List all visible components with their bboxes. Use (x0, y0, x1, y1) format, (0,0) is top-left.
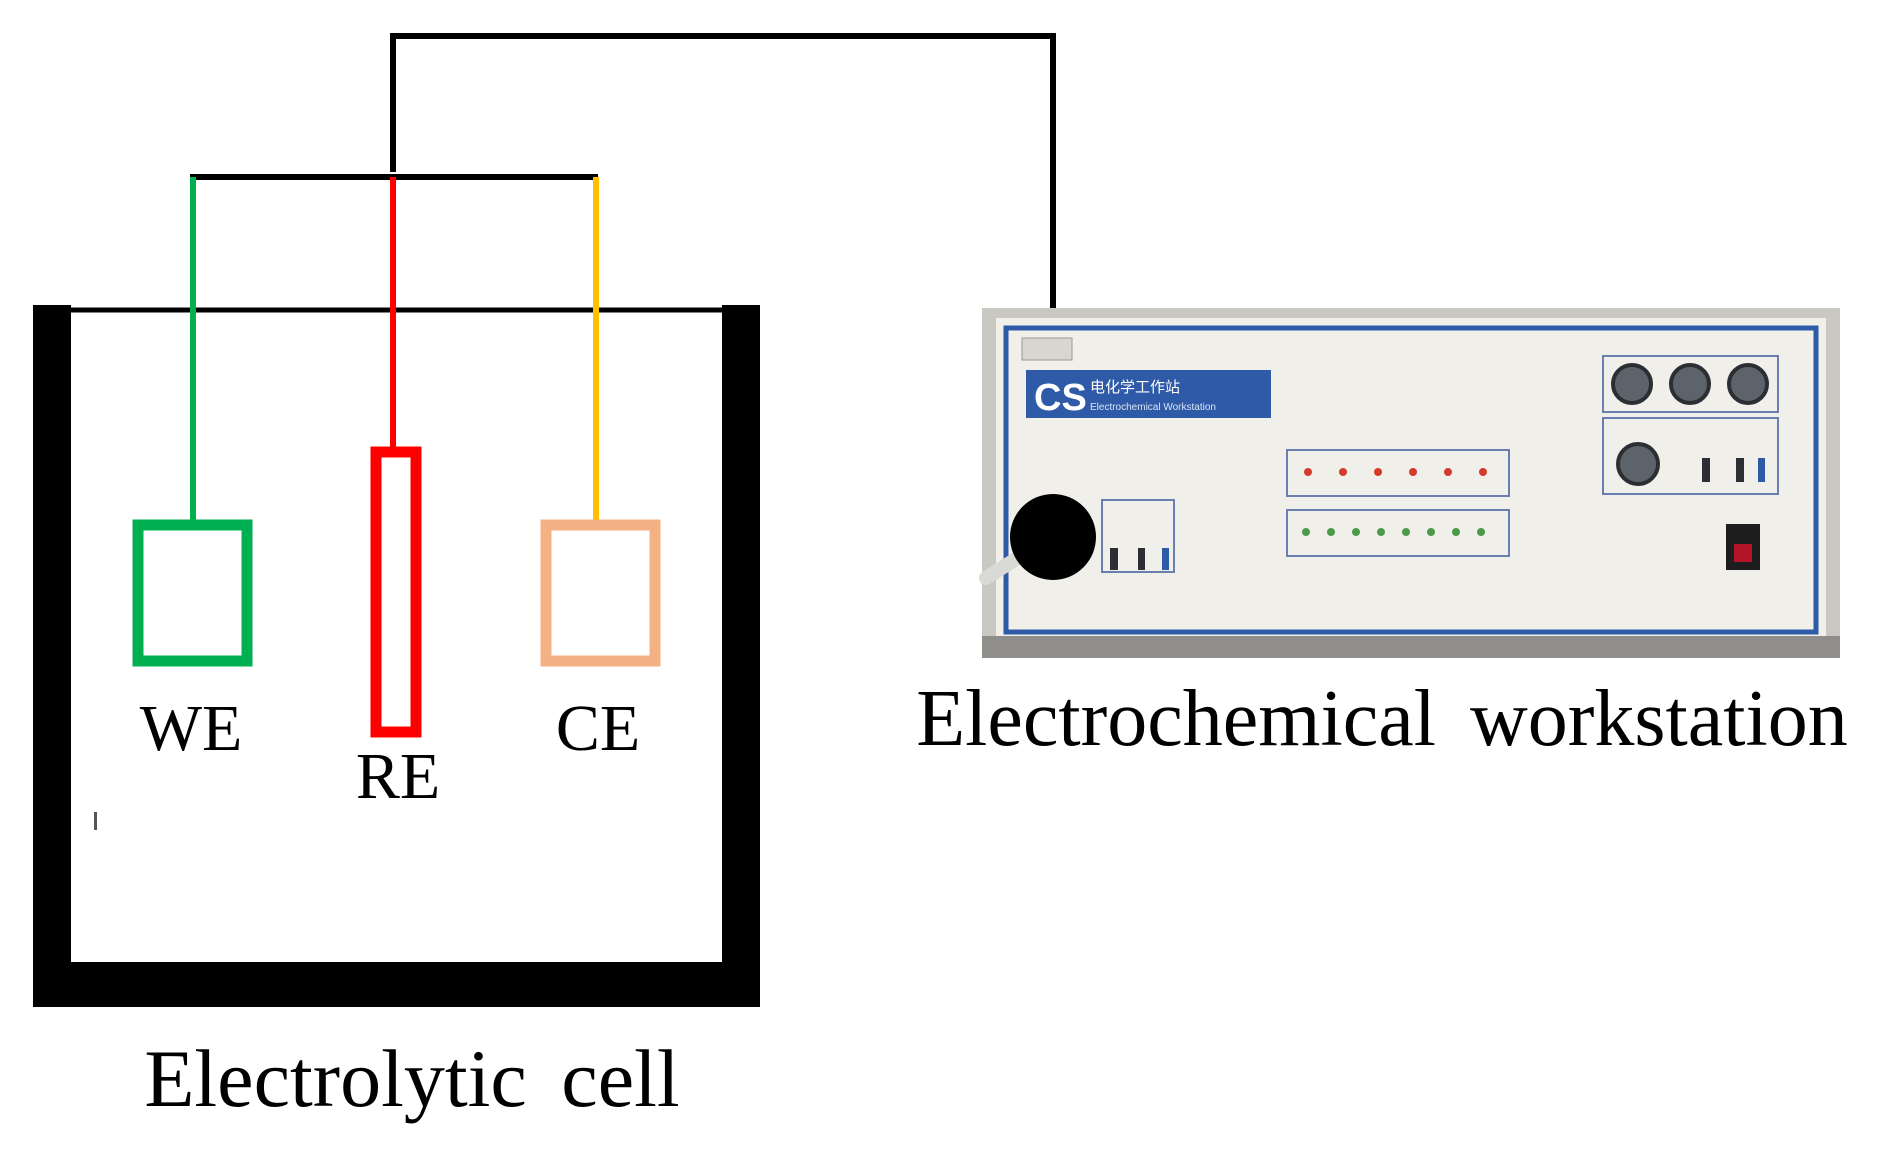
device-logo-text: CS (1034, 377, 1087, 419)
status-led-panel (1286, 449, 1510, 497)
cell-mark (94, 812, 97, 830)
status-led (1444, 468, 1452, 476)
electrode-terminal-panel (1101, 499, 1175, 573)
range-led (1477, 528, 1485, 536)
bnc-connector (1727, 363, 1769, 405)
bnc-panel (1602, 355, 1779, 413)
aux-terminal (1736, 458, 1744, 482)
ce-label: CE (556, 692, 640, 765)
cable-connector (1010, 494, 1096, 580)
range-led (1377, 528, 1385, 536)
range-led (1402, 528, 1410, 536)
device-brand-mark (1021, 337, 1073, 361)
we-label: WE (140, 692, 243, 765)
aux-terminal (1702, 458, 1710, 482)
range-leds (1302, 528, 1485, 536)
status-leds (1304, 468, 1487, 476)
aux-terminal (1758, 458, 1765, 482)
status-led (1304, 468, 1312, 476)
electrode-terminal (1110, 548, 1118, 570)
re-electrode (370, 446, 422, 738)
electrode-terminal (1138, 548, 1145, 570)
ce-electrode (540, 519, 661, 667)
cell-wall-right (722, 305, 760, 1007)
cell-wall-bottom (33, 962, 760, 1007)
status-led (1339, 468, 1347, 476)
we-electrode (132, 519, 253, 667)
wire-harness (190, 33, 1056, 535)
device-logo-caption: Electrochemical Workstation (1090, 402, 1216, 413)
power-switch-rocker (1734, 544, 1752, 562)
main-wire (390, 33, 1056, 535)
device-logo-block (1026, 370, 1271, 418)
range-led-panel (1286, 509, 1510, 557)
aux-panel (1602, 417, 1779, 495)
aux-bnc-connector (1616, 442, 1660, 486)
range-led (1352, 528, 1360, 536)
device-logo-subtitle: 电化学工作站 (1090, 379, 1180, 396)
range-led (1427, 528, 1435, 536)
range-led (1327, 528, 1335, 536)
range-led (1452, 528, 1460, 536)
bnc-connector (1611, 363, 1653, 405)
range-led (1302, 528, 1310, 536)
status-led (1374, 468, 1382, 476)
workstation-caption: Electrochemical workstation (916, 675, 1847, 763)
status-led (1409, 468, 1417, 476)
cell-wall-left (33, 305, 71, 1007)
electrochemical-workstation: CS 电化学工作站 Electrochemical Workstation (979, 308, 1840, 658)
re-label: RE (356, 740, 440, 813)
bnc-connectors (1611, 363, 1769, 405)
device-frame (1003, 325, 1819, 635)
cell-caption: Electrolytic cell (144, 1033, 679, 1124)
bnc-connector (1669, 363, 1711, 405)
electrolytic-cell (33, 305, 760, 1007)
electrode-terminal (1162, 548, 1169, 570)
electrodes (132, 446, 661, 738)
device-base (982, 636, 1840, 658)
status-led (1479, 468, 1487, 476)
